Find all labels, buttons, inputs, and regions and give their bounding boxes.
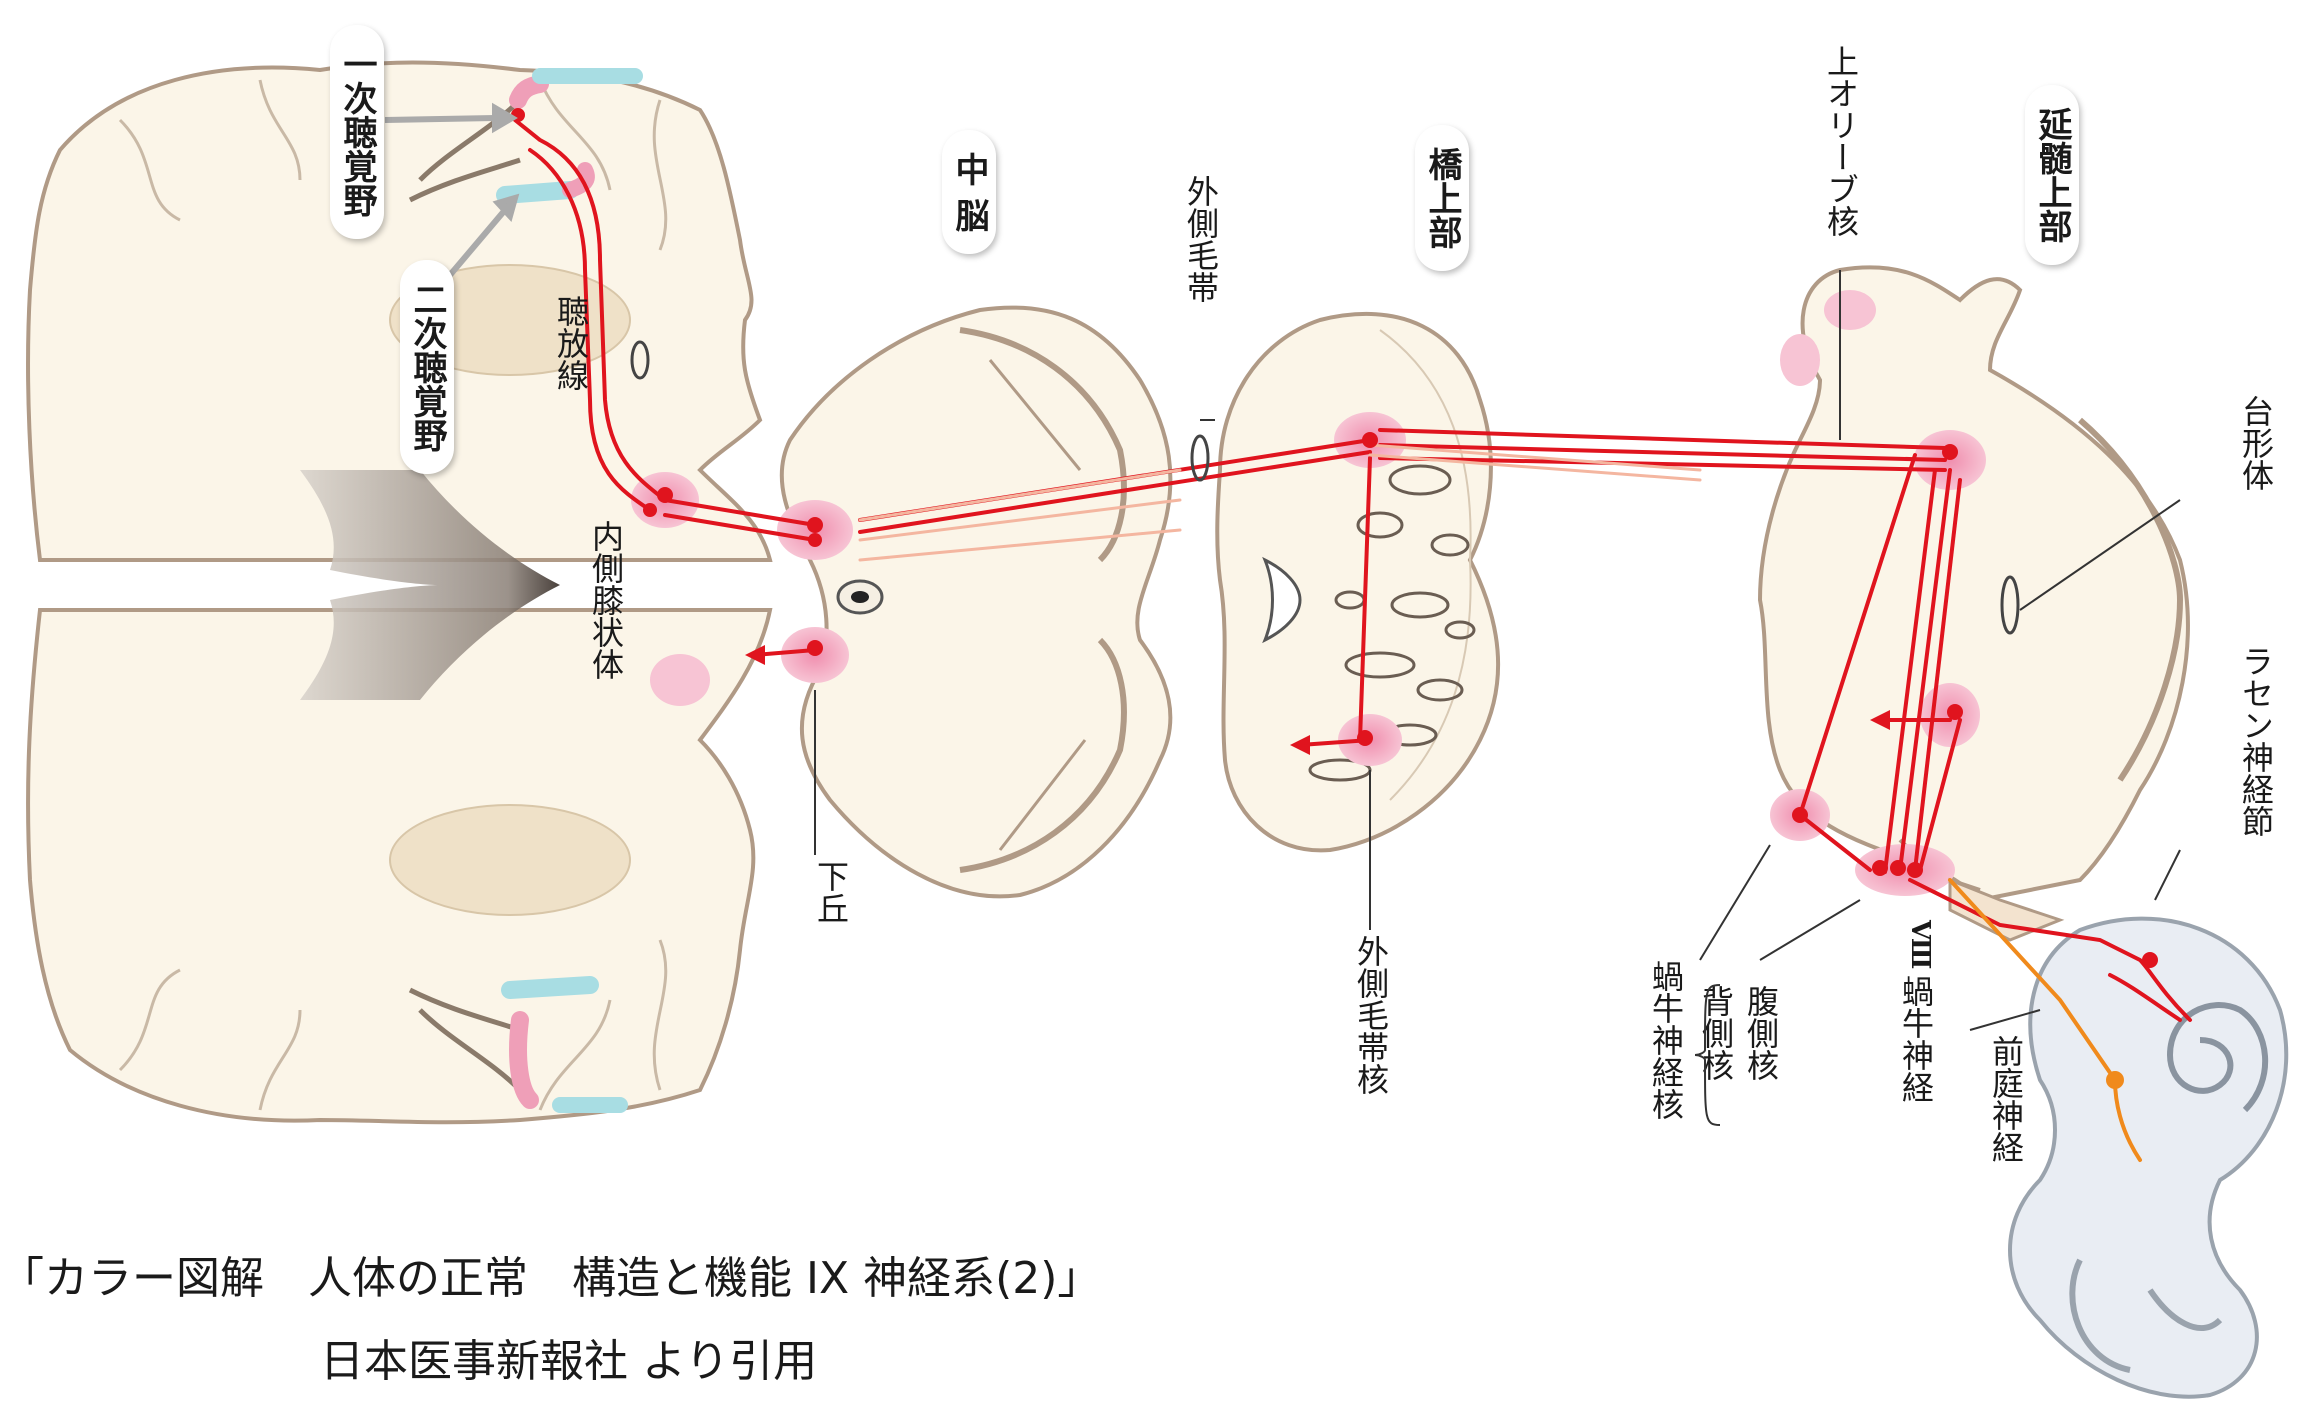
lemniscus-marker [630,340,2020,635]
auditory-pathway [513,118,2192,1022]
primary-auditory-cortex-upper [509,75,549,109]
label-cochlear-nucleus: 蝸牛神経核 [1647,960,1685,1120]
label-ventral-nucleus: 腹側核 [1742,985,1780,1081]
vestibular-pathway [1948,878,2142,1162]
section-label-upper-medulla: 延髄上部 [2025,85,2079,265]
secondary-auditory-cortex-upper [496,181,579,204]
primary-auditory-cortex-lower [509,1011,539,1109]
sylvian-fissure-upper [408,98,522,203]
label-medial-geniculate-body: 内側膝状体 [587,520,625,680]
upper-pons-section [1215,311,1501,853]
secondary-auditory-cortex-lower [501,976,599,999]
label-primary-auditory-cortex: 一次聴覚野 [330,25,384,239]
label-secondary-auditory-cortex: 二次聴覚野 [400,260,454,474]
source-caption-line1: 「カラー図解 人体の正常 構造と機能 IX 神経系(2)」 [0,1253,1102,1304]
section-label-midbrain: 中 脳 [942,130,996,254]
label-acoustic-radiation: 聴放線 [552,295,590,391]
label-trapezoid-body: 台形体 [2237,395,2275,491]
inner-ear [2008,916,2289,1399]
label-inferior-colliculus: 下丘 [812,860,850,924]
section-label-upper-pons: 橋上部 [1415,125,1469,271]
label-vestibular-nerve: 前庭神経 [1987,1035,2025,1163]
cochlear-nucleus-brace [1694,984,1721,1126]
putamen-lower [389,804,631,916]
label-superior-olivary-nucleus: 上オリーブ核 [1822,45,1860,237]
label-pointer-arrows [384,102,520,277]
label-lateral-lemniscus-nucleus: 外側毛帯核 [1352,935,1390,1095]
leader-lines [814,270,2181,1031]
cerebrum-section [26,60,773,1125]
upper-medulla-section [1757,265,2190,903]
label-lateral-lemniscus: 外側毛帯 [1182,175,1220,303]
midbrain-section [777,305,1173,899]
label-spiral-ganglion: ラセン神経節 [2237,645,2275,837]
source-caption-line2: 日本医事新報社 より引用 [320,1336,818,1387]
label-cochlear-nerve: 蝸牛神経 [1897,975,1935,1103]
label-cranial-nerve-viii: Ⅷ [1905,920,1935,970]
lateral-ventricle [300,470,560,700]
cochlea-spiral [2166,1002,2268,1113]
collateral-arrowheads [745,645,1890,755]
label-dorsal-nucleus: 背側核 [1697,985,1735,1081]
